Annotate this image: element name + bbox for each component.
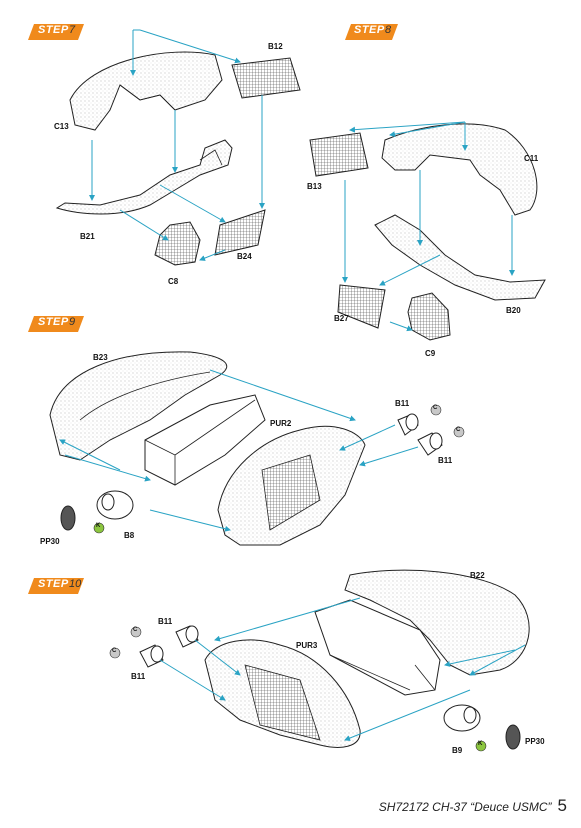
step-number: 8 bbox=[385, 24, 392, 36]
part-label-pur3: PUR3 bbox=[296, 641, 318, 650]
part-b12 bbox=[231, 57, 301, 99]
part-label-c11: C11 bbox=[524, 154, 539, 163]
step-word: STEP bbox=[38, 316, 69, 328]
part-label-c13: C13 bbox=[54, 122, 69, 131]
part-label-pp30: PP30 bbox=[40, 537, 60, 546]
page-footer: SH72172 CH-37 “Deuce USMC” 5 bbox=[379, 796, 567, 816]
kit-title: SH72172 CH-37 “Deuce USMC” bbox=[378, 800, 552, 814]
step7-flag bbox=[28, 24, 84, 40]
part-label-b27: B27 bbox=[334, 314, 349, 323]
step-number: 9 bbox=[69, 316, 76, 328]
step-word: STEP bbox=[354, 24, 385, 36]
part-label-b11-upper: B11 bbox=[158, 617, 173, 626]
paint-c-label: C bbox=[133, 627, 138, 633]
part-label-b11-lower: B11 bbox=[131, 672, 146, 681]
step7-drawing bbox=[55, 29, 301, 266]
step8-drawing bbox=[309, 121, 546, 341]
part-b11-upper-s10 bbox=[175, 625, 199, 648]
paint-c-icon bbox=[130, 626, 142, 638]
part-b23 bbox=[49, 351, 228, 461]
part-label-b9: B9 bbox=[452, 746, 463, 755]
paint-c-label: C bbox=[112, 648, 117, 654]
paint-k-icon bbox=[93, 522, 105, 534]
paint-k-label: K bbox=[478, 741, 483, 747]
part-label-b23: B23 bbox=[93, 353, 108, 362]
part-label-b21: B21 bbox=[80, 232, 95, 241]
part-label-b11-upper: B11 bbox=[395, 399, 410, 408]
part-pp30 bbox=[60, 505, 76, 531]
part-b27 bbox=[337, 284, 386, 329]
page-number: 5 bbox=[557, 796, 567, 815]
part-label-pur2: PUR2 bbox=[270, 419, 292, 428]
part-c13 bbox=[69, 51, 223, 131]
part-label-b8: B8 bbox=[124, 531, 135, 540]
part-label-b11-lower: B11 bbox=[438, 456, 453, 465]
paint-c-label: C bbox=[433, 405, 438, 411]
step10-drawing bbox=[109, 569, 530, 752]
step9-drawing bbox=[49, 351, 465, 546]
part-label-b13: B13 bbox=[307, 182, 322, 191]
step-word: STEP bbox=[38, 578, 69, 590]
part-label-c9: C9 bbox=[425, 349, 436, 358]
part-b11-lower-s10 bbox=[139, 644, 164, 668]
paint-c-icon bbox=[453, 426, 465, 438]
part-label-c8: C8 bbox=[168, 277, 179, 286]
step8-flag bbox=[345, 24, 398, 40]
part-b13 bbox=[309, 132, 369, 177]
part-b11-upper bbox=[397, 413, 419, 436]
part-label-pp30: PP30 bbox=[525, 737, 545, 746]
paint-c-icon bbox=[109, 647, 121, 659]
paint-k-icon bbox=[475, 740, 487, 752]
part-label-b20: B20 bbox=[506, 306, 521, 315]
paint-c-label: C bbox=[456, 427, 461, 433]
paint-k-label: K bbox=[96, 523, 101, 529]
step-word: STEP bbox=[38, 24, 69, 36]
step-number: 7 bbox=[69, 24, 76, 36]
part-label-b24: B24 bbox=[237, 252, 252, 261]
step10-flag bbox=[28, 578, 84, 594]
part-pur3 bbox=[314, 599, 441, 696]
part-b21 bbox=[55, 139, 233, 215]
part-label-b12: B12 bbox=[268, 42, 283, 51]
part-c8 bbox=[154, 221, 201, 266]
part-b24 bbox=[214, 209, 266, 256]
step-number: 10 bbox=[69, 578, 82, 590]
part-c9 bbox=[407, 292, 451, 341]
part-b20 bbox=[374, 214, 546, 301]
part-b11-lower bbox=[417, 432, 443, 456]
part-label-b22: B22 bbox=[470, 571, 485, 580]
part-pp30-s10 bbox=[505, 724, 521, 750]
part-c11 bbox=[381, 123, 538, 216]
step9-flag bbox=[28, 316, 84, 332]
paint-c-icon bbox=[430, 404, 442, 416]
